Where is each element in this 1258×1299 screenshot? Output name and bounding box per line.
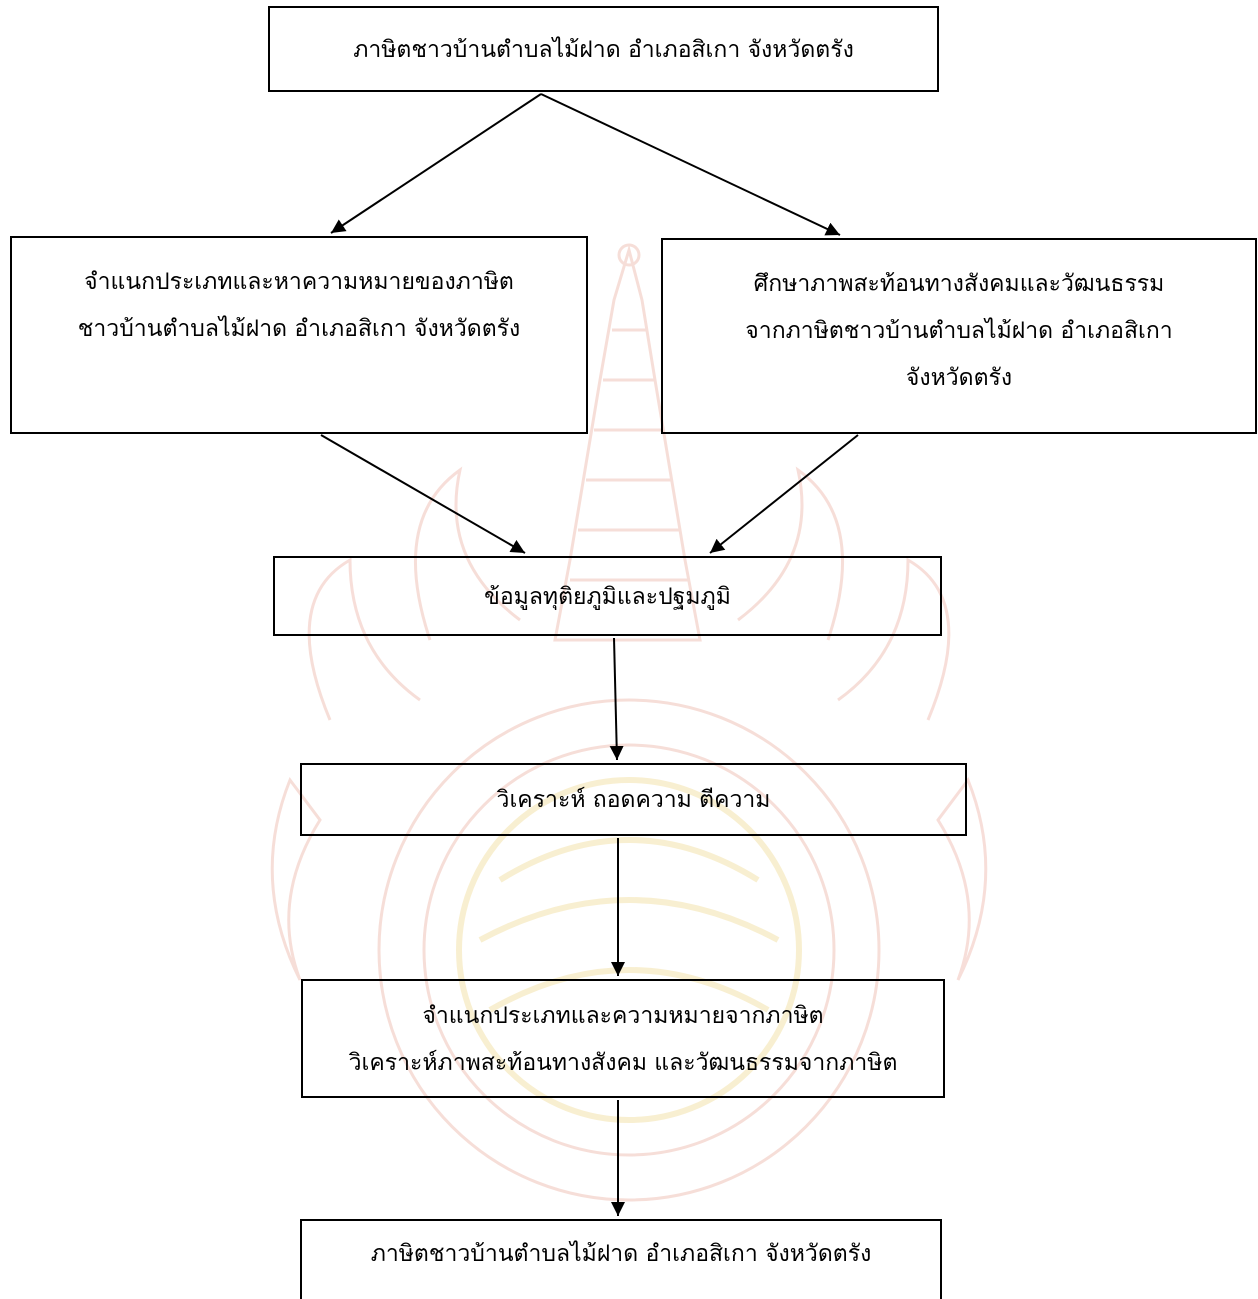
node-analyze: วิเคราะห์ ถอดความ ตีความ	[300, 763, 967, 836]
arrow-left-to-data	[320, 434, 526, 554]
arrow-top-to-right	[540, 93, 841, 236]
node-study-reflection: ศึกษาภาพสะท้อนทางสังคมและวัฒนธรรม จากภาษ…	[661, 238, 1257, 434]
node-text-line: จากภาษิตชาวบ้านตำบลไม้ฝาด อำเภอสิเกา	[745, 318, 1173, 344]
node-text-line: ชาวบ้านตำบลไม้ฝาด อำเภอสิเกา จังหวัดตรัง	[77, 316, 521, 342]
node-text-line: จำแนกประเภทและหาความหมายของภาษิต	[84, 269, 514, 295]
node-text-line: จำแนกประเภทและความหมายจากภาษิต	[422, 1003, 824, 1029]
node-proverbs-source: ภาษิตชาวบ้านตำบลไม้ฝาด อำเภอสิเกา จังหวั…	[268, 6, 939, 92]
node-result: ภาษิตชาวบ้านตำบลไม้ฝาด อำเภอสิเกา จังหวั…	[300, 1219, 942, 1299]
node-classify-meaning: จำแนกประเภทและหาความหมายของภาษิต ชาวบ้าน…	[10, 236, 588, 434]
node-classify-analyze: จำแนกประเภทและความหมายจากภาษิต วิเคราะห์…	[301, 979, 945, 1098]
node-data-sources: ข้อมูลทุติยภูมิและปฐมภูมิ	[273, 556, 942, 636]
node-text-line: วิเคราะห์ ถอดความ ตีความ	[496, 787, 771, 813]
node-text-line: วิเคราะห์ภาพสะท้อนทางสังคม และวัฒนธรรมจา…	[348, 1050, 898, 1076]
arrow-top-to-left	[330, 93, 542, 234]
node-text-line: จังหวัดตรัง	[905, 365, 1013, 391]
node-text-line: ศึกษาภาพสะท้อนทางสังคมและวัฒนธรรม	[753, 271, 1165, 297]
node-text-line: ข้อมูลทุติยภูมิและปฐมภูมิ	[484, 584, 731, 610]
node-text-line: ภาษิตชาวบ้านตำบลไม้ฝาด อำเภอสิเกา จังหวั…	[370, 1241, 872, 1267]
arrow-data-to-analyze	[609, 637, 624, 761]
node-text-line: ภาษิตชาวบ้านตำบลไม้ฝาด อำเภอสิเกา จังหวั…	[353, 37, 854, 63]
arrow-right-to-data	[709, 434, 859, 554]
